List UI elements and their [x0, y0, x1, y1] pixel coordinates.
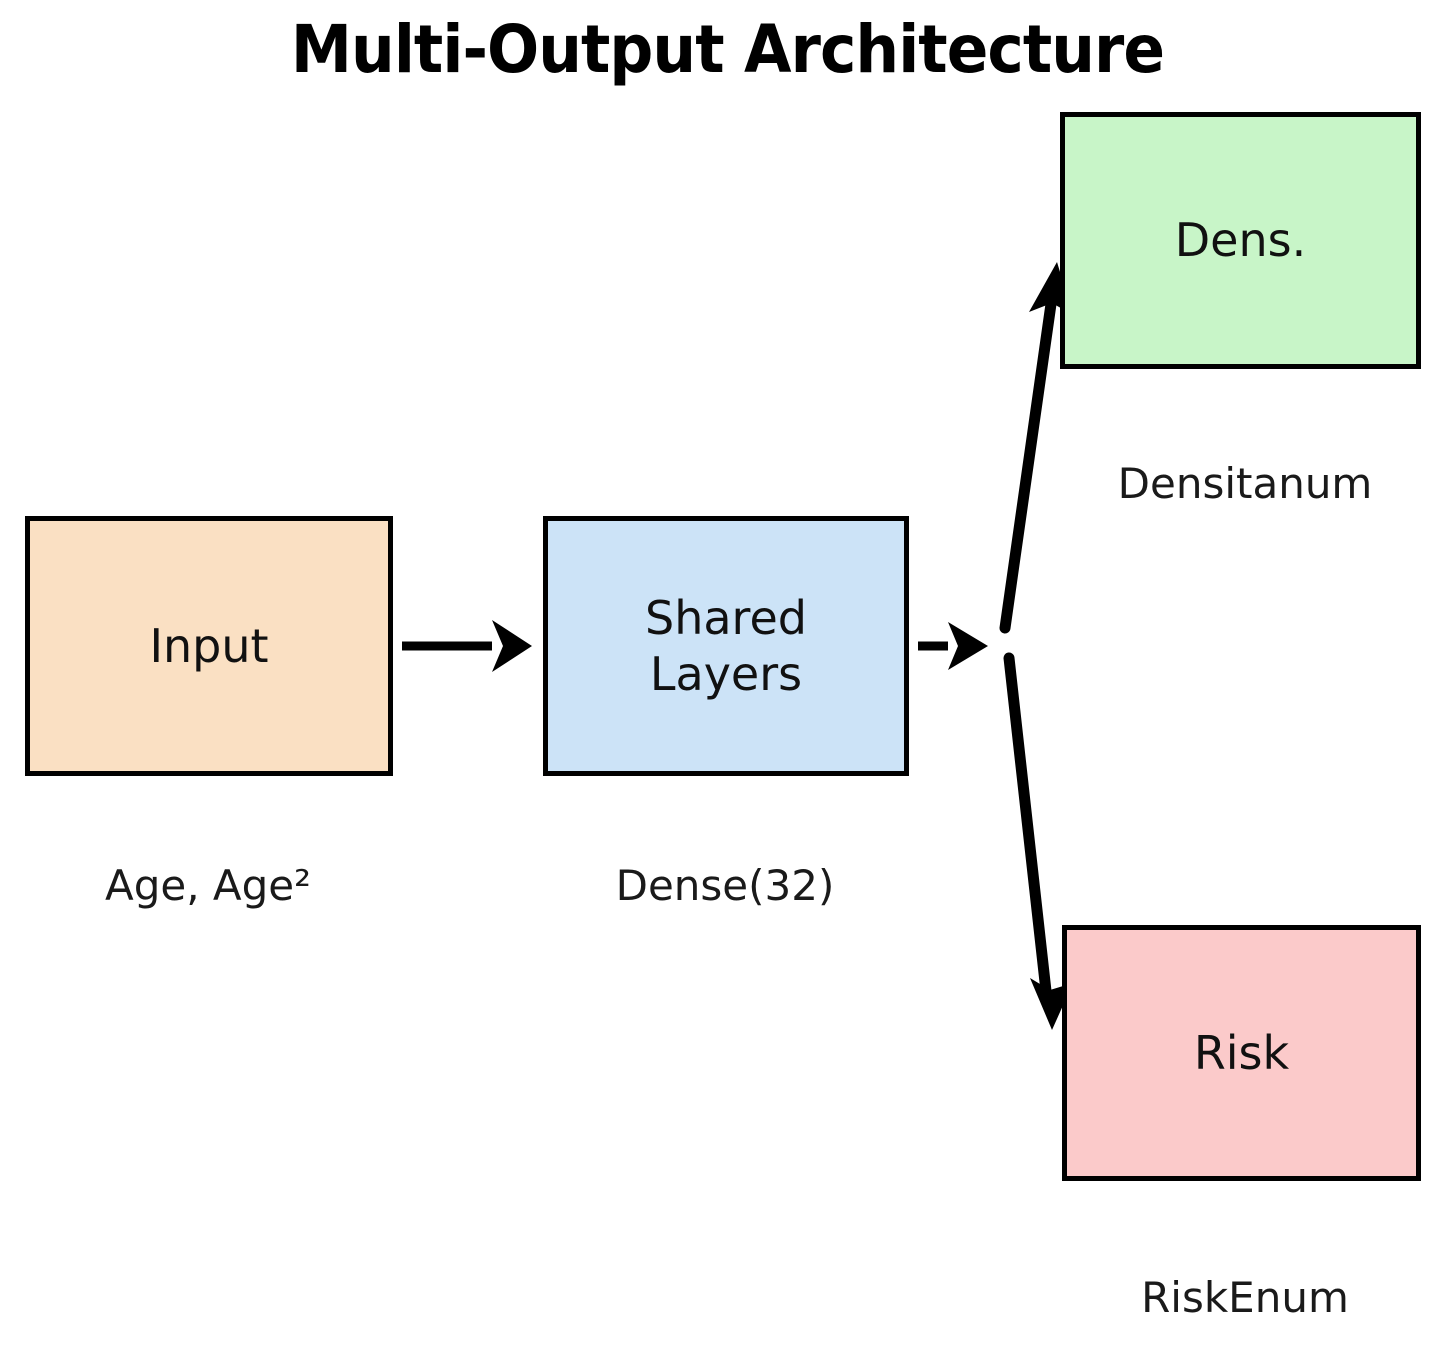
caption-shared-layers: Dense(32)	[615, 861, 835, 910]
caption-risk: RiskEnum	[1141, 1273, 1349, 1322]
node-dens[interactable]: Dens.	[1060, 112, 1421, 369]
node-input-label: Input	[149, 618, 269, 673]
page-title: Multi-Output Architecture	[290, 11, 1165, 88]
node-risk-label: Risk	[1193, 1025, 1290, 1080]
node-shared-layers-label: Shared Layers	[645, 590, 807, 701]
node-risk[interactable]: Risk	[1062, 925, 1421, 1181]
node-dens-label: Dens.	[1174, 213, 1307, 268]
caption-input: Age, Age²	[104, 861, 311, 910]
node-shared-layers[interactable]: Shared Layers	[543, 516, 909, 776]
edge-shared-to-branch	[918, 622, 988, 670]
node-input[interactable]: Input	[25, 516, 393, 776]
edge-input-to-shared	[402, 620, 532, 672]
caption-dens: Densitanum	[1117, 459, 1373, 508]
